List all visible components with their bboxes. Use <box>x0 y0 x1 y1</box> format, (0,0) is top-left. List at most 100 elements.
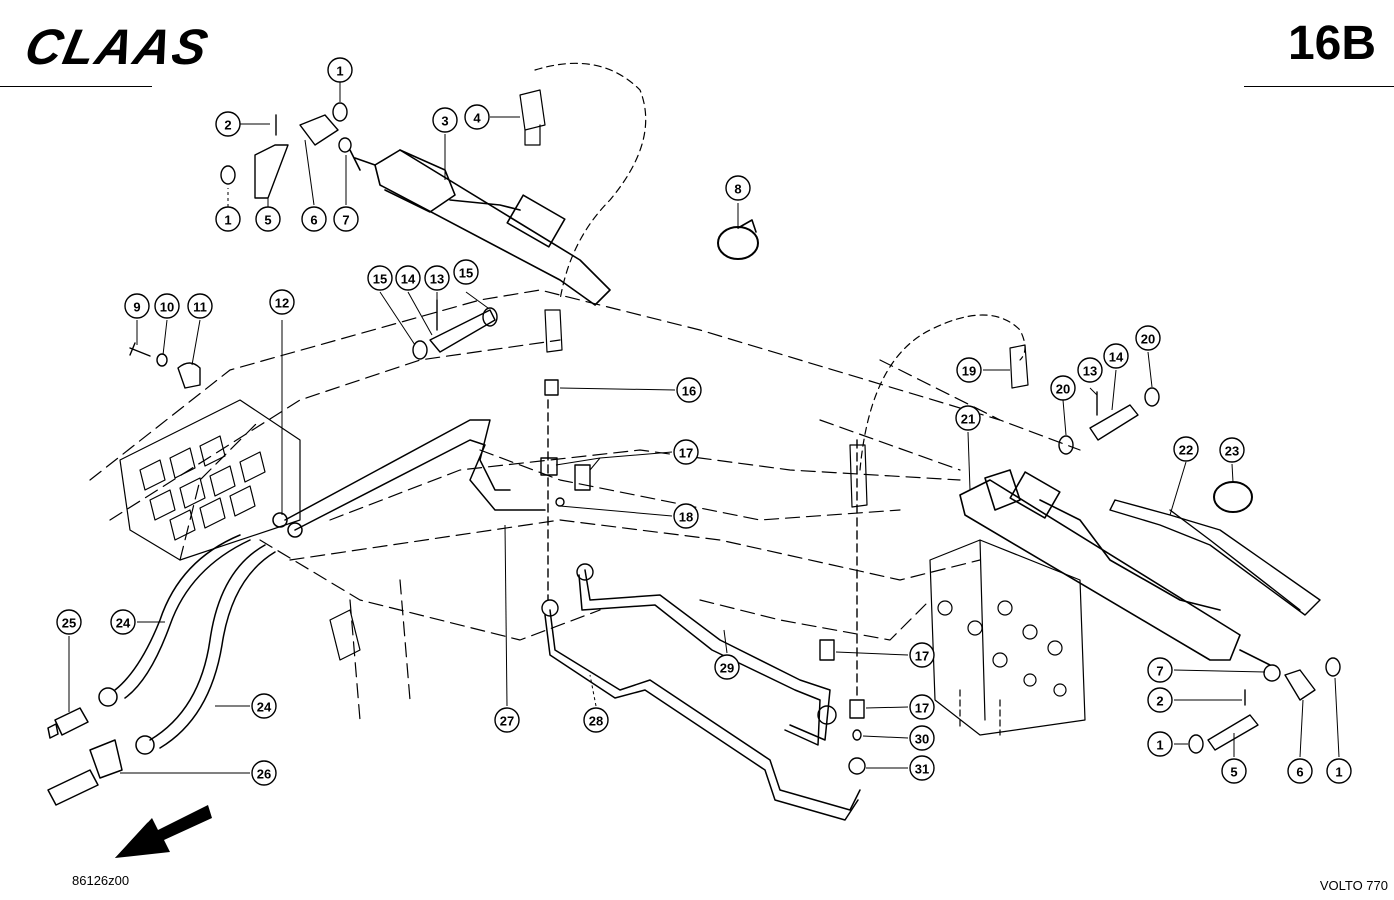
callout-circle <box>395 265 421 291</box>
callout-14: 14 <box>1103 343 1129 369</box>
callout-7: 7 <box>1147 657 1173 683</box>
callout-circle <box>327 57 353 83</box>
callout-circle <box>367 265 393 291</box>
callout-label: 5 <box>1230 765 1237 780</box>
leader-lines <box>68 80 1340 774</box>
page-code: 16B <box>1287 17 1376 70</box>
callout-circle <box>432 107 458 133</box>
callout-label: 1 <box>336 64 343 79</box>
callout-circle <box>1326 758 1352 784</box>
callout-circle <box>251 693 277 719</box>
engine-block <box>119 399 361 661</box>
callout-label: 4 <box>473 111 481 126</box>
header-rule-right <box>1244 86 1394 87</box>
callout-label: 1 <box>1335 765 1342 780</box>
callout-circle <box>673 439 699 465</box>
callout-circle <box>676 377 702 403</box>
steel-pipes <box>284 419 861 821</box>
callout-21: 21 <box>955 405 981 431</box>
callout-14: 14 <box>395 265 421 291</box>
callout-11: 11 <box>187 293 213 319</box>
callout-circle <box>494 707 520 733</box>
callout-29: 29 <box>714 654 740 680</box>
callout-7: 7 <box>333 206 359 232</box>
callout-label: 14 <box>1109 350 1124 365</box>
callout-label: 29 <box>720 661 734 676</box>
callout-label: 22 <box>1179 443 1193 458</box>
callout-label: 21 <box>961 412 975 427</box>
callout-27: 27 <box>494 707 520 733</box>
callout-label: 11 <box>193 300 207 315</box>
callout-label: 19 <box>962 364 976 379</box>
callout-label: 2 <box>1156 694 1163 709</box>
callout-circle <box>110 609 136 635</box>
callout-label: 25 <box>62 616 76 631</box>
callout-label: 6 <box>310 213 317 228</box>
callout-label: 6 <box>1296 765 1303 780</box>
callout-label: 17 <box>915 649 929 664</box>
callout-label: 13 <box>430 272 444 287</box>
callout-circle <box>154 293 180 319</box>
callout-6: 6 <box>1287 758 1313 784</box>
hose-clamp-23 <box>1213 481 1253 513</box>
callout-circle <box>909 755 935 781</box>
callout-2: 2 <box>215 111 241 137</box>
callout-label: 7 <box>1156 664 1163 679</box>
callout-circle <box>1050 375 1076 401</box>
callout-22: 22 <box>1173 436 1199 462</box>
callout-label: 1 <box>1156 738 1163 753</box>
callout-17: 17 <box>909 694 935 720</box>
callout-1: 1 <box>1147 731 1173 757</box>
callout-label: 26 <box>257 767 271 782</box>
callout-15: 15 <box>453 259 479 285</box>
callout-label: 15 <box>459 266 473 281</box>
callout-16: 16 <box>676 377 702 403</box>
callout-circle <box>1103 343 1129 369</box>
callout-circle <box>1147 687 1173 713</box>
figure-id: 86126z00 <box>72 873 130 888</box>
callout-circle <box>56 609 82 635</box>
callout-circle <box>1173 436 1199 462</box>
callout-17: 17 <box>909 642 935 668</box>
pipe-fittings <box>540 379 866 775</box>
callout-26: 26 <box>251 760 277 786</box>
callout-20: 20 <box>1050 375 1076 401</box>
callout-5: 5 <box>1221 758 1247 784</box>
callout-2: 2 <box>1147 687 1173 713</box>
callout-label: 18 <box>679 510 693 525</box>
callout-label: 16 <box>682 384 696 399</box>
callout-circle <box>1147 731 1173 757</box>
callout-label: 8 <box>734 182 741 197</box>
callout-circle <box>124 293 150 319</box>
callout-circle <box>1147 657 1173 683</box>
callout-label: 2 <box>224 118 231 133</box>
callout-circle <box>424 265 450 291</box>
callout-17: 17 <box>673 439 699 465</box>
callout-label: 10 <box>160 300 174 315</box>
claas-logo: CLAAS <box>22 20 214 72</box>
callout-label: 24 <box>116 616 131 631</box>
callout-circle <box>909 725 935 751</box>
callout-label: 14 <box>401 272 416 287</box>
callout-label: 17 <box>915 701 929 716</box>
callout-10: 10 <box>154 293 180 319</box>
control-valve-block <box>929 539 1086 736</box>
callout-19: 19 <box>956 357 982 383</box>
callout-label: 9 <box>133 300 140 315</box>
hose-lower <box>849 314 1029 508</box>
callout-circle <box>714 654 740 680</box>
callout-31: 31 <box>909 755 935 781</box>
hardware-bottom-right <box>1188 657 1341 754</box>
callout-20: 20 <box>1135 325 1161 351</box>
callout-28: 28 <box>583 707 609 733</box>
callout-circle <box>1219 437 1245 463</box>
callout-1: 1 <box>327 57 353 83</box>
bolt-assembly-left <box>129 342 201 389</box>
callout-label: 31 <box>915 762 929 777</box>
callout-circle <box>725 175 751 201</box>
callout-label: 7 <box>342 213 349 228</box>
callout-label: 20 <box>1141 332 1155 347</box>
cylinder-upper <box>349 149 611 306</box>
